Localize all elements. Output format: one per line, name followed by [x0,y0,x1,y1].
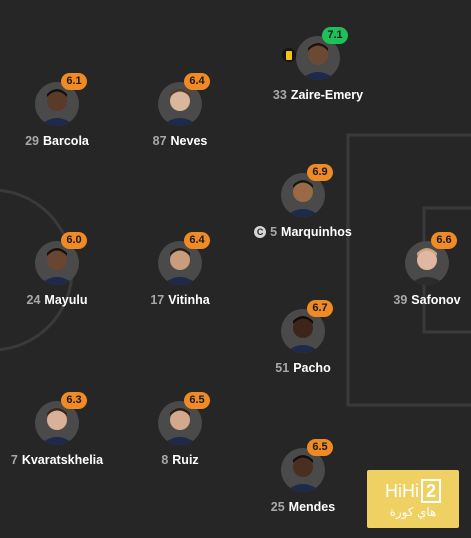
rating-badge: 6.6 [431,232,457,249]
player-name: Mendes [288,500,336,514]
player-name: Ruiz [172,453,199,467]
shirt-number: 7 [10,453,18,467]
watermark-logo-box: 2 [420,479,441,503]
player-name: Vitinha [168,293,210,307]
shirt-number: 17 [150,293,165,307]
rating-badge: 6.7 [307,300,333,317]
rating-badge: 6.5 [307,439,333,456]
player-photo [158,401,202,445]
player-name: Pacho [293,361,331,375]
player-name: Kvaratskhelia [21,453,104,467]
shirt-number: 29 [25,134,40,148]
yellow-card-icon [282,48,296,62]
rating-badge: 6.9 [307,164,333,181]
rating-badge: 7.1 [322,27,348,44]
rating-badge: 6.4 [184,232,210,249]
player-name: Zaire-Emery [290,88,364,102]
shirt-number: 33 [272,88,287,102]
shirt-number: 5 [270,225,278,239]
watermark-logo-text: HiHi [384,480,419,501]
shirt-number: 39 [393,293,408,307]
player-name: Barcola [43,134,89,148]
player-name: Neves [170,134,208,148]
rating-badge: 6.0 [61,232,87,249]
rating-badge: 6.4 [184,73,210,90]
shirt-number: 51 [275,361,290,375]
player-photo [158,82,202,126]
player-name: Safonov [411,293,461,307]
shirt-number: 24 [26,293,41,307]
rating-badge: 6.5 [184,392,210,409]
captain-icon: C [254,226,267,238]
shirt-number: 8 [161,453,169,467]
rating-badge: 6.3 [61,392,87,409]
player-name: Marquinhos [281,225,352,239]
watermark-subtitle: هاي كورة [389,505,437,519]
shirt-number: 87 [152,134,167,148]
player-name: Mayulu [44,293,88,307]
player-photo [281,173,325,217]
rating-badge: 6.1 [61,73,87,90]
player-photo [35,82,79,126]
shirt-number: 25 [270,500,285,514]
